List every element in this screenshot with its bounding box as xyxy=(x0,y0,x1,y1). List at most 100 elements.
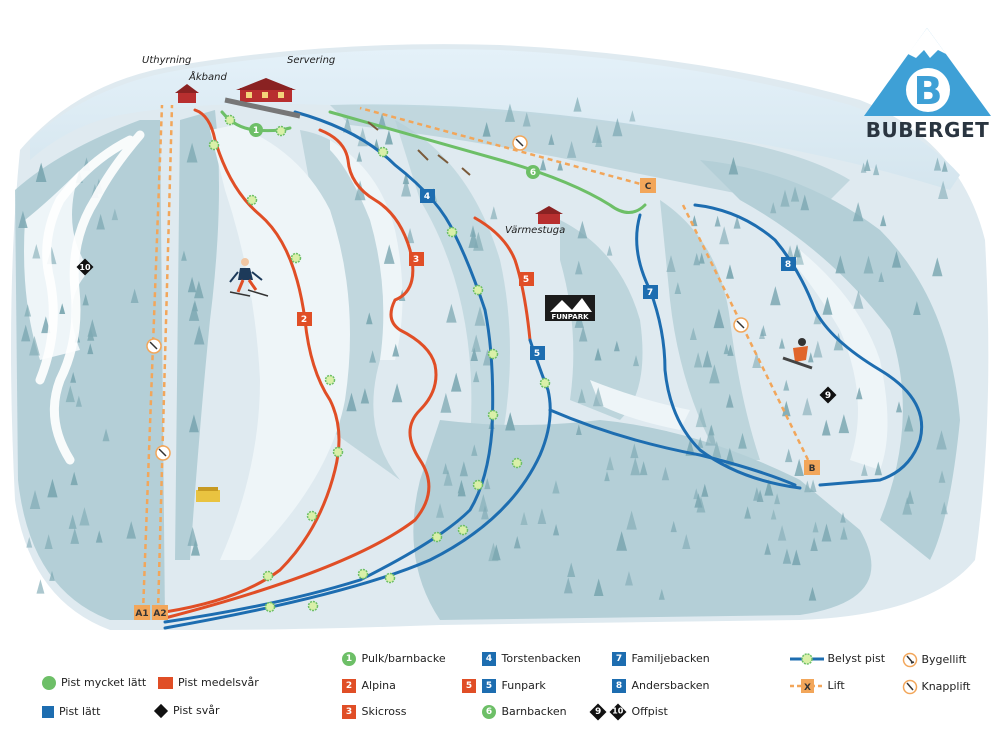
funpark-badge[interactable]: FUNPARK xyxy=(545,295,595,321)
svg-text:2: 2 xyxy=(301,315,307,325)
piste-7[interactable] xyxy=(635,213,802,490)
legend-lit-piste: Belyst pist xyxy=(790,652,885,666)
piste-markers: 1 2 3 4 5 5 6 7 8 9 10 xyxy=(76,123,837,404)
tbar-icon xyxy=(902,652,918,668)
lift-label-b[interactable]: B xyxy=(809,464,816,474)
piste-3[interactable] xyxy=(163,128,438,620)
piste-4[interactable] xyxy=(163,110,495,624)
piste-5[interactable] xyxy=(473,216,532,342)
button-lift-icon xyxy=(146,338,162,354)
lit-marker xyxy=(332,446,344,458)
marker-piste-2[interactable]: 2 xyxy=(297,312,312,326)
svg-text:X: X xyxy=(804,683,811,693)
legend-intermediate: Pist medelsvår xyxy=(158,676,259,689)
label-servering: Servering xyxy=(287,55,336,66)
lit-marker xyxy=(275,125,287,137)
lit-marker xyxy=(357,568,369,580)
buildings xyxy=(175,78,563,502)
lit-marker xyxy=(384,572,396,584)
lit-marker xyxy=(290,252,302,264)
lit-marker xyxy=(472,479,484,491)
label-uthyrning: Uthyrning xyxy=(142,55,192,66)
yellow-hut[interactable] xyxy=(196,487,220,502)
restaurant-building[interactable] xyxy=(236,78,296,102)
piste-8[interactable] xyxy=(693,203,924,487)
marker-piste-7[interactable]: 7 xyxy=(643,285,658,299)
piste-connector[interactable] xyxy=(548,408,797,487)
red-square-icon xyxy=(158,677,173,689)
tree-glyphs xyxy=(18,96,949,601)
ski-map: FUNPARK A1 A2 B C 1 2 3 4 5 5 6 xyxy=(11,44,989,630)
legend-easy: Pist lätt xyxy=(42,705,100,718)
label-varmestuga: Värmestuga xyxy=(505,225,566,236)
marker-piste-4[interactable]: 4 xyxy=(420,189,435,203)
blue-square-icon xyxy=(42,706,54,718)
warming-hut[interactable] xyxy=(535,206,563,224)
black-diamond-icon xyxy=(153,703,169,719)
svg-text:5: 5 xyxy=(534,349,540,359)
piste-2[interactable] xyxy=(163,108,341,614)
button-lift-icon xyxy=(155,445,171,461)
svg-text:7: 7 xyxy=(647,288,653,298)
offpist-trails xyxy=(35,130,145,465)
marker-piste-9[interactable]: 9 xyxy=(819,386,837,404)
tbar-icon xyxy=(512,135,528,151)
marker-piste-6[interactable]: 6 xyxy=(526,165,540,179)
lift-symbols xyxy=(146,135,749,461)
lit-marker xyxy=(377,146,389,158)
legend-piste-4: 4 Torstenbacken xyxy=(482,652,581,666)
lift-label-a1[interactable]: A1 xyxy=(135,609,148,619)
lit-marker xyxy=(262,570,274,582)
svg-text:3: 3 xyxy=(413,255,419,265)
lift-label-c[interactable]: C xyxy=(645,182,652,192)
marker-piste-3[interactable]: 3 xyxy=(409,252,424,266)
marker-piste-5-blue[interactable]: 5 xyxy=(530,346,545,360)
legend-very-easy: Pist mycket lätt xyxy=(42,676,146,690)
marker-piste-1[interactable]: 1 xyxy=(249,123,263,137)
lit-marker xyxy=(431,531,443,543)
svg-text:10: 10 xyxy=(79,263,91,272)
snowboarder-icon xyxy=(782,338,813,370)
buberget-logo: B BUBERGET xyxy=(860,26,995,144)
pistes xyxy=(163,108,924,630)
sled-icons xyxy=(367,121,471,176)
lift-c[interactable] xyxy=(359,106,649,188)
lift-a1[interactable] xyxy=(141,104,164,613)
svg-text:5: 5 xyxy=(523,275,529,285)
marker-piste-8[interactable]: 8 xyxy=(781,257,796,271)
lift-a2[interactable] xyxy=(156,104,174,613)
lifts xyxy=(141,104,814,613)
marker-piste-5-red[interactable]: 5 xyxy=(519,272,534,286)
legend-piste-6: 6 Barnbacken xyxy=(482,705,567,719)
svg-text:6: 6 xyxy=(530,168,536,178)
skier-icon xyxy=(229,258,269,297)
label-akband: Åkband xyxy=(189,72,227,83)
lit-marker xyxy=(487,348,499,360)
legend-piste-8: 8 Andersbacken xyxy=(612,679,710,693)
legend-piste-1: 1 Pulk/barnbacke xyxy=(342,652,446,666)
lit-marker xyxy=(306,510,318,522)
rental-building[interactable] xyxy=(175,84,199,103)
lift-line-icon: X xyxy=(790,679,824,693)
lift-b[interactable] xyxy=(681,204,814,469)
lit-marker xyxy=(446,226,458,238)
svg-text:9: 9 xyxy=(825,391,831,401)
piste-5-blue[interactable] xyxy=(163,338,552,630)
svg-text:8: 8 xyxy=(785,260,791,270)
legend-lift: X Lift xyxy=(790,679,845,693)
svg-text:4: 4 xyxy=(424,192,430,202)
svg-text:1: 1 xyxy=(253,126,259,136)
lift-label-a2[interactable]: A2 xyxy=(153,609,166,619)
lit-marker xyxy=(539,377,551,389)
green-circle-icon xyxy=(42,676,56,690)
lit-marker xyxy=(511,457,523,469)
lit-marker xyxy=(224,114,236,126)
mountain-logo-icon: B xyxy=(864,28,991,116)
legend-tbar: Bygellift xyxy=(902,652,966,668)
marker-piste-10[interactable]: 10 xyxy=(76,258,94,276)
conveyor-belt[interactable] xyxy=(224,97,301,119)
legend-piste-3: 3 Skicross xyxy=(342,705,406,719)
funpark-label: FUNPARK xyxy=(551,313,589,321)
lit-markers xyxy=(208,114,551,613)
lit-marker xyxy=(472,284,484,296)
